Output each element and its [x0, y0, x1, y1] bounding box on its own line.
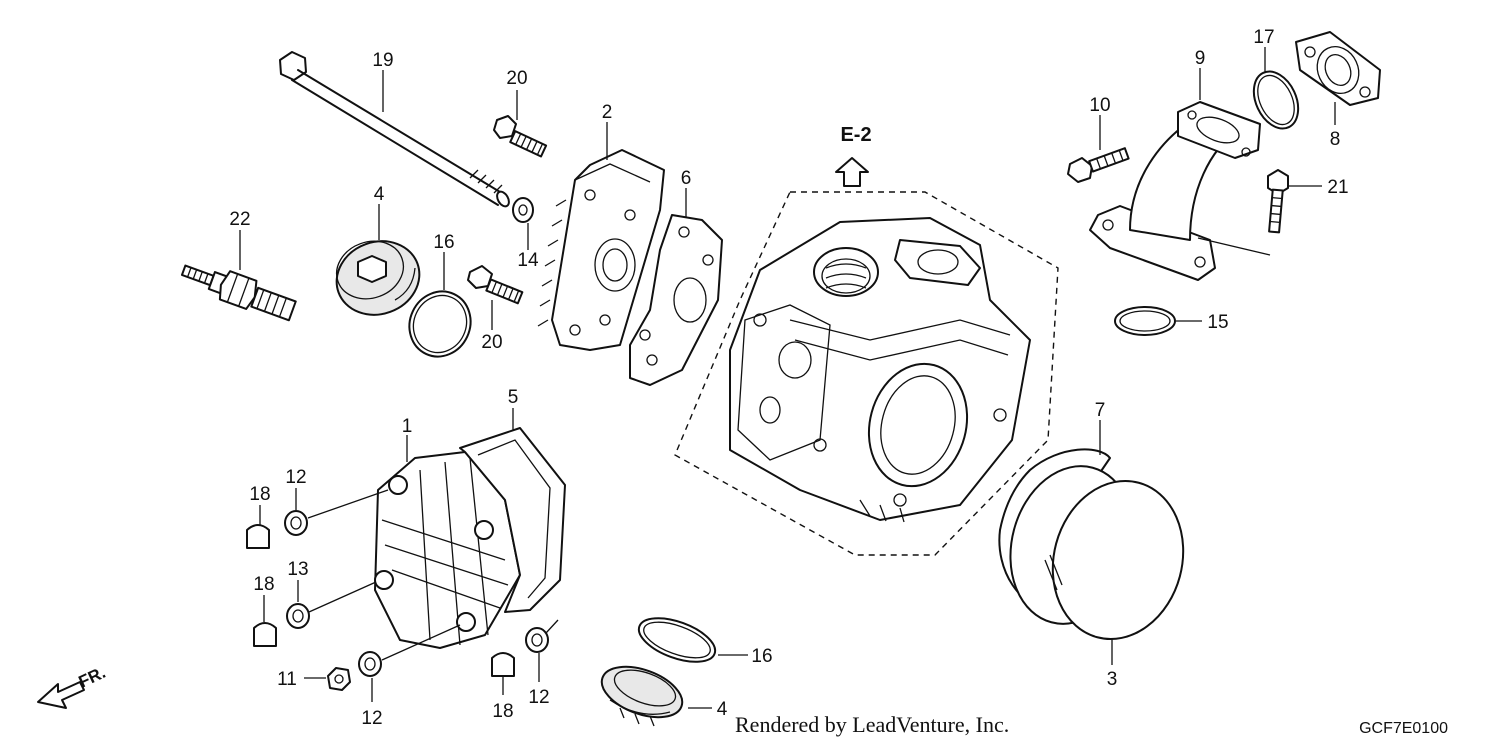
callout-12c: 12: [528, 687, 549, 708]
gasket-5[interactable]: [459, 427, 566, 613]
callout-3: 3: [1107, 669, 1118, 690]
washer-12-upper[interactable]: [284, 510, 308, 536]
callout-17: 17: [1253, 27, 1274, 48]
callout-8: 8: [1330, 129, 1341, 150]
bolt-21[interactable]: [1267, 169, 1289, 234]
cap-nut-18-upper[interactable]: [246, 524, 270, 549]
cap-plug-4-lower[interactable]: [595, 657, 689, 727]
bolt-20-upper[interactable]: [493, 115, 548, 158]
callout-18c: 18: [492, 701, 513, 722]
washer-13[interactable]: [286, 603, 310, 629]
o-ring-16-upper[interactable]: [399, 281, 481, 366]
callout-11: 11: [277, 669, 297, 690]
reference-arrow: [835, 157, 869, 187]
insulator-8[interactable]: [1295, 31, 1381, 106]
callout-labels: 19 20 2 6 9 17 10 8 21 15 7 3 22 4 16 14…: [229, 27, 1348, 729]
callout-1: 1: [402, 416, 413, 437]
o-ring-16-lower[interactable]: [633, 609, 720, 670]
callout-20b: 20: [481, 332, 502, 353]
footer-credit: Rendered by LeadVenture, Inc.: [735, 712, 1009, 737]
callout-10: 10: [1089, 95, 1110, 116]
spark-plug-22[interactable]: [179, 256, 298, 324]
cylinder-head-boundary: [674, 191, 1059, 556]
intake-pipe-9[interactable]: [1089, 101, 1261, 281]
callout-19: 19: [372, 50, 393, 71]
gasket-6[interactable]: [629, 214, 723, 386]
callout-21: 21: [1327, 177, 1348, 198]
cap-nut-18-lower[interactable]: [491, 652, 515, 677]
callout-6: 6: [681, 168, 692, 189]
callout-15: 15: [1207, 312, 1228, 333]
callout-13: 13: [287, 559, 308, 580]
callout-7: 7: [1095, 400, 1106, 421]
cap-plug-4-upper[interactable]: [326, 230, 430, 326]
washer-12-lower-right[interactable]: [525, 627, 549, 653]
bolt-10[interactable]: [1067, 147, 1130, 183]
nut-11[interactable]: [327, 667, 351, 691]
callout-18a: 18: [249, 484, 270, 505]
o-ring-17[interactable]: [1245, 64, 1307, 135]
washer-14[interactable]: [512, 197, 534, 223]
callout-20a: 20: [506, 68, 527, 89]
o-ring-15[interactable]: [1114, 306, 1176, 336]
stud-bolt-19[interactable]: [279, 51, 511, 208]
callout-9: 9: [1195, 48, 1206, 69]
callout-4a: 4: [374, 184, 385, 205]
callout-12a: 12: [285, 467, 306, 488]
front-arrow-icon: [37, 681, 85, 709]
callout-12b: 12: [361, 708, 382, 729]
cylinder-head[interactable]: [729, 217, 1031, 523]
leader-lines: [239, 47, 1336, 709]
reference-label: E-2: [840, 124, 871, 146]
callout-18b: 18: [253, 574, 274, 595]
callout-16a: 16: [433, 232, 454, 253]
cam-holder-2[interactable]: [537, 149, 665, 351]
callout-5: 5: [508, 387, 519, 408]
cap-nut-18-middle[interactable]: [253, 622, 277, 647]
callout-14: 14: [517, 250, 539, 271]
callout-22: 22: [229, 209, 250, 230]
diagram-code: GCF7E0100: [1359, 720, 1448, 737]
bolt-20-lower[interactable]: [467, 265, 524, 305]
washer-12-lower-left[interactable]: [358, 651, 382, 677]
side-cover-3[interactable]: [993, 452, 1200, 654]
callout-16b: 16: [751, 646, 772, 667]
callout-4b: 4: [717, 699, 728, 720]
head-cover-1[interactable]: [374, 451, 521, 649]
callout-2: 2: [602, 102, 613, 123]
